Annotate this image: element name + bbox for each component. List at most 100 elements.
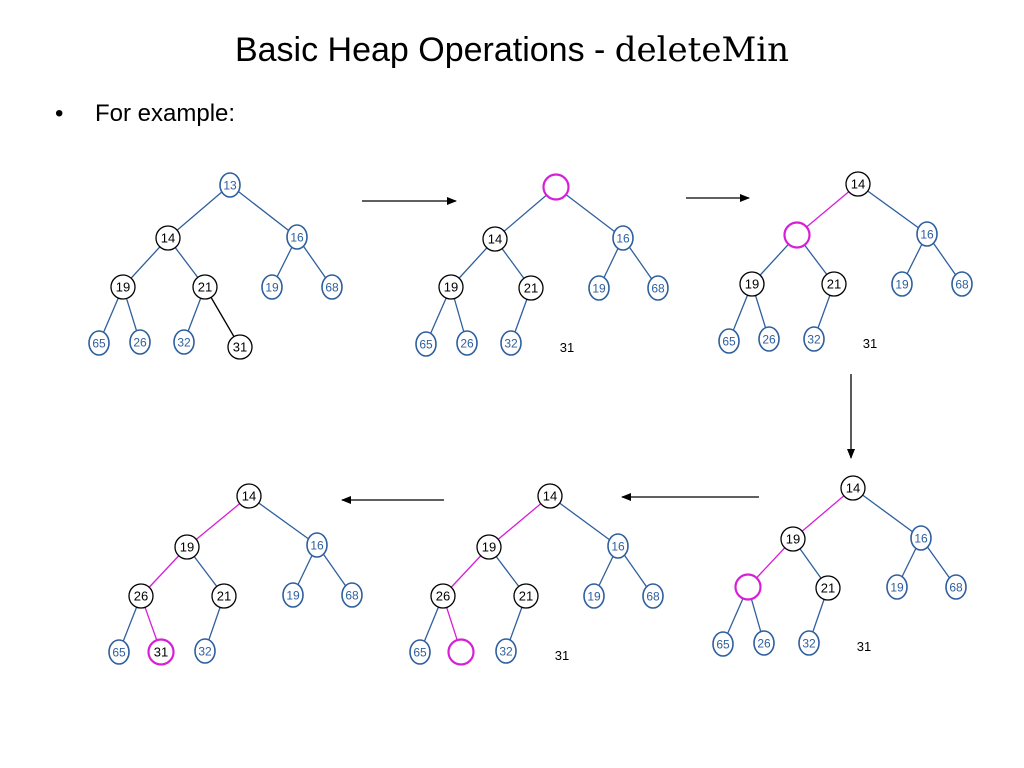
node-label: 26 (460, 337, 474, 351)
heap-node (916, 221, 938, 247)
heap-node (147, 638, 175, 666)
pending-value-label: 31 (560, 340, 574, 355)
heap-node (129, 329, 151, 355)
node-label: 21 (198, 280, 212, 295)
node-label: 68 (646, 590, 660, 604)
heap-node (845, 171, 871, 197)
tree-edge (248, 495, 318, 546)
node-label: 21 (827, 277, 841, 292)
node-label: 13 (223, 179, 237, 193)
heap-node (910, 525, 932, 551)
heap-node (513, 583, 539, 609)
tree-edge (488, 495, 551, 548)
node-label: 65 (722, 335, 736, 349)
heap-node (583, 583, 605, 609)
heap-node (815, 575, 841, 601)
heap-node (174, 534, 200, 560)
empty-hole-node (783, 221, 811, 249)
heap-node (409, 639, 431, 665)
node-label: 68 (955, 278, 969, 292)
node-label: 19 (116, 280, 130, 295)
node-label: 32 (177, 336, 191, 350)
node-label: 19 (444, 280, 458, 295)
heap-node (588, 275, 610, 301)
node-label: 14 (846, 481, 860, 496)
node-label: 31 (154, 645, 168, 660)
empty-hole-node (542, 173, 570, 201)
heap-node (612, 225, 634, 251)
heap-node (642, 583, 664, 609)
heap-node (430, 583, 456, 609)
node-label: 16 (290, 231, 304, 245)
node-label: 14 (242, 489, 256, 504)
heap-node (110, 274, 136, 300)
heap-node (798, 630, 820, 656)
tree-edge (549, 495, 619, 547)
node-label: 21 (821, 581, 835, 596)
tree-edge (186, 495, 250, 548)
heap-node (647, 275, 669, 301)
heap-node (286, 224, 308, 250)
node-label: 16 (920, 228, 934, 242)
tree-edge (852, 487, 922, 539)
slide-title: Basic Heap Operations - deleteMin (0, 30, 1024, 70)
heap-node (518, 275, 544, 301)
heap-node (482, 226, 508, 252)
node-label: 65 (413, 646, 427, 660)
tree-edge (167, 184, 231, 239)
node-label: 68 (651, 282, 665, 296)
heap-node (758, 326, 780, 352)
bullet-dot: • (55, 100, 64, 127)
heap-node (321, 274, 343, 300)
tree-edge (555, 186, 624, 239)
heap-node (261, 274, 283, 300)
node-label: 16 (914, 532, 928, 546)
node-label: 14 (488, 232, 502, 247)
heap-node (607, 533, 629, 559)
heap-node (945, 574, 967, 600)
empty-hole-node (447, 638, 475, 666)
node-label: 19 (786, 532, 800, 547)
node-label: 26 (757, 637, 771, 651)
node-label: 32 (802, 637, 816, 651)
bullet-text: For example: (95, 100, 236, 127)
node-label: 26 (134, 589, 148, 604)
heap-node (718, 328, 740, 354)
node-label: 65 (419, 338, 433, 352)
heap-node (282, 582, 304, 608)
heap-node (219, 172, 241, 198)
node-label: 14 (543, 489, 557, 504)
node-label: 32 (499, 645, 513, 659)
node-label: 14 (161, 231, 175, 246)
node-label: 19 (482, 540, 496, 555)
trees-layer: 13 14 16 19 21 19 68 65 26 32 31 14 16 19 21 19 68 65 26 32… (88, 171, 973, 666)
node-label: 32 (198, 645, 212, 659)
heap-node (108, 639, 130, 665)
heap-node (192, 274, 218, 300)
node-label: 19 (265, 281, 279, 295)
pending-value-label: 31 (555, 648, 569, 663)
heap-node (739, 271, 765, 297)
heap-node (951, 271, 973, 297)
node-label: 31 (233, 340, 247, 355)
heap-node (821, 271, 847, 297)
pending-value-label: 31 (863, 336, 877, 351)
heap-node (780, 526, 806, 552)
node-label: 19 (895, 278, 909, 292)
title-code: deleteMin (614, 30, 790, 70)
heap-node (803, 326, 825, 352)
heap-node (891, 271, 913, 297)
heap-node (476, 534, 502, 560)
heap-node (236, 483, 262, 509)
node-label: 19 (890, 581, 904, 595)
node-label: 68 (345, 589, 359, 603)
node-label: 32 (807, 333, 821, 347)
heap-node (341, 582, 363, 608)
tree-edge (792, 487, 854, 540)
